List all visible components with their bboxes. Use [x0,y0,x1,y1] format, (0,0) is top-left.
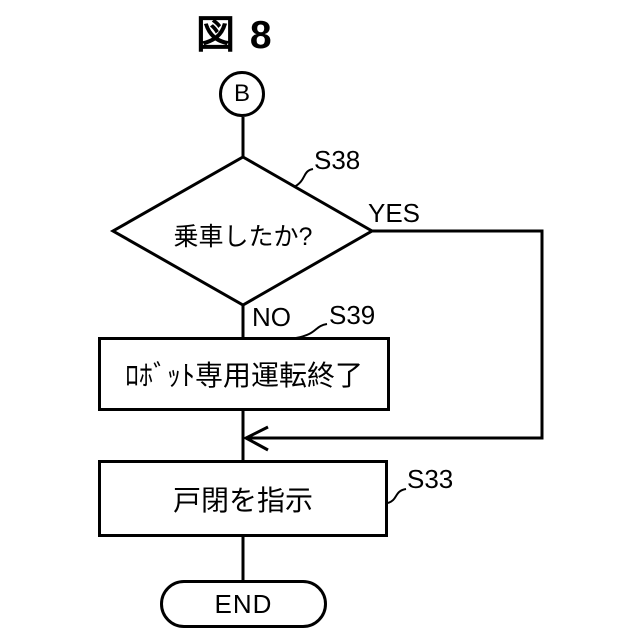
terminal-end-label: END [214,588,273,619]
yes-branch-label: YES [368,198,421,228]
s39-leader-line [295,323,328,339]
step-label-s33: S33 [407,464,454,494]
process-box-close-doors: 戸閉を指示 [98,460,388,537]
merge-arrowhead-icon [242,425,269,452]
connector-b-label: B [233,80,250,107]
step-label-s39: S39 [329,300,376,330]
s33-leader-line [387,488,407,504]
edge-yes-branch [248,229,544,440]
no-branch-label: NO [252,302,291,332]
terminal-end-node: END [160,580,327,628]
figure-title: 図 8 [196,14,274,57]
s38-leader-line [293,168,314,188]
process-text-end-robot-mode: ﾛﾎﾞｯﾄ専用運転終了 [124,360,363,391]
decision-text: 乗車したか? [173,223,313,251]
process-box-end-robot-mode: ﾛﾎﾞｯﾄ専用運転終了 [98,337,390,411]
process-text-close-doors: 戸閉を指示 [172,484,313,516]
step-label-s38: S38 [314,145,361,175]
connector-b-node: B [219,71,265,117]
